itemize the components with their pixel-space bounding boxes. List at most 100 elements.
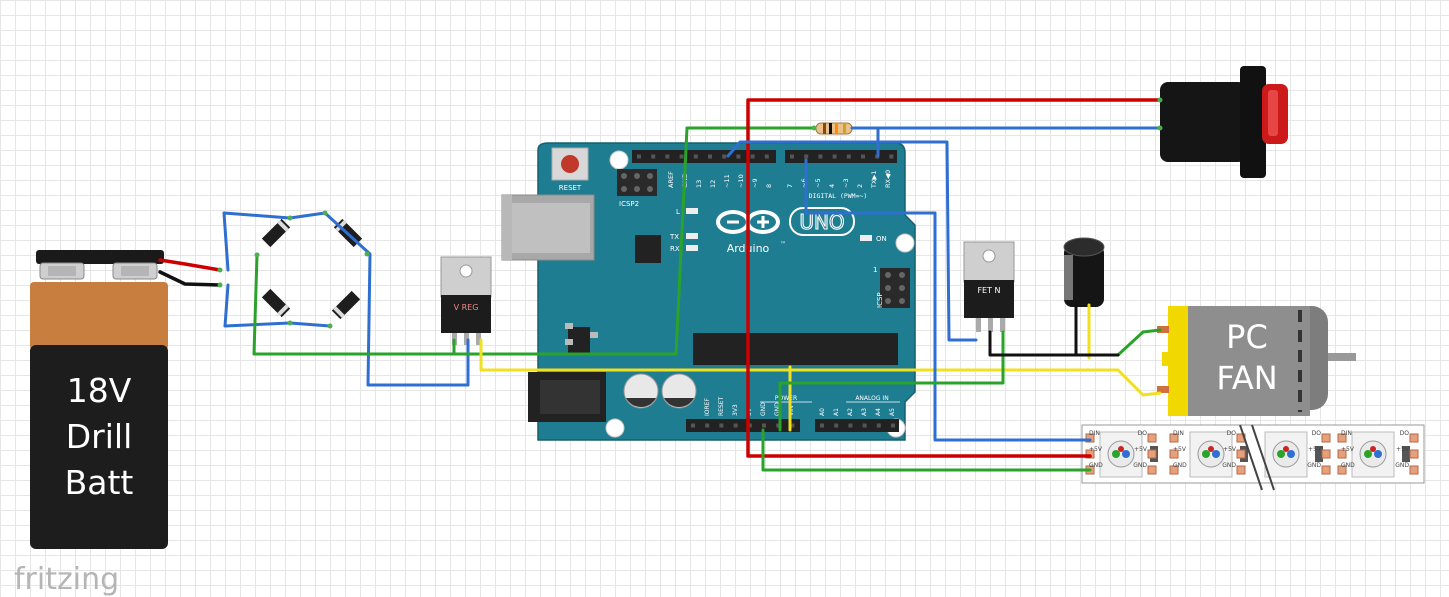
led-strip-pin-label: +5V xyxy=(1134,446,1148,453)
led-l xyxy=(686,208,698,214)
header-pin xyxy=(834,423,839,428)
digital-pin-label: ~5 xyxy=(814,178,822,188)
header-pin xyxy=(679,154,684,159)
on-label: ON xyxy=(876,235,887,243)
mosfet-label: FET N xyxy=(977,286,1000,295)
led-strip-pad xyxy=(1337,433,1347,443)
onboard-capacitor xyxy=(661,373,697,409)
fan-label-line2: FAN xyxy=(1216,359,1277,397)
wire-blue-ledstrip xyxy=(804,158,1092,442)
vreg-label: V REG xyxy=(454,303,479,312)
digital-header-left xyxy=(632,150,776,163)
header-pin xyxy=(804,154,809,159)
wire-yellow xyxy=(479,338,1162,397)
diode xyxy=(261,288,291,318)
chip-pad xyxy=(590,332,598,338)
digital-pin-label: 13 xyxy=(695,180,703,188)
wire-black-mosfet xyxy=(988,303,1120,357)
power-header xyxy=(686,419,800,432)
digital-pin-label: TX▶1 xyxy=(870,170,878,189)
header-pin xyxy=(719,423,724,428)
pc-fan[interactable]: PC FAN xyxy=(1157,306,1356,416)
header-pin xyxy=(861,154,865,159)
header-pin xyxy=(876,423,881,428)
uno-badge xyxy=(789,207,855,236)
power-pin-label: GND xyxy=(774,402,781,416)
led-strip-pad xyxy=(1409,465,1419,475)
header-pin xyxy=(790,154,794,159)
led-tx-label: TX xyxy=(669,233,679,241)
wire-green-fan xyxy=(1116,328,1162,357)
header-pin xyxy=(776,423,781,428)
wire-green-mosfet xyxy=(778,330,1005,432)
header-pin xyxy=(750,154,755,159)
led-strip-pin-label: GND xyxy=(1341,462,1355,469)
led-rx-label: RX xyxy=(670,245,680,253)
chip-pad xyxy=(565,339,573,345)
led-strip-pad xyxy=(1321,449,1331,459)
wire-blue-mosfet xyxy=(726,140,978,342)
led-strip-pin-label: +5V xyxy=(1089,446,1103,453)
led-strip-pad xyxy=(1236,465,1246,475)
battery-18v[interactable]: 18V Drill Batt xyxy=(30,250,168,549)
mosfet[interactable]: FET N xyxy=(963,241,1015,332)
battery-label-line3: Batt xyxy=(65,463,134,502)
led-strip-pad xyxy=(1409,433,1419,443)
voltage-regulator[interactable]: V REG xyxy=(440,256,492,345)
analog-label: ANALOG IN xyxy=(855,395,888,402)
icsp-pin1-label: 1 xyxy=(873,266,877,274)
wire-green-arduino xyxy=(452,126,816,356)
mounting-hole xyxy=(605,418,625,438)
led-on xyxy=(860,235,872,241)
digital-pin-label: ~6 xyxy=(800,178,808,188)
header-pin xyxy=(665,154,670,159)
header-pin xyxy=(747,423,752,428)
usb-port xyxy=(501,194,595,261)
led-strip-pad xyxy=(1085,449,1095,459)
digital-label: DIGITAL (PWM=~) xyxy=(809,192,868,200)
led-strip-pin-label: GND xyxy=(1395,462,1409,469)
header-pin xyxy=(637,154,641,159)
icsp2-label: ICSP2 xyxy=(619,200,639,208)
header-pin xyxy=(832,154,837,159)
battery-terminal xyxy=(112,262,158,280)
led-strip-pad xyxy=(1236,449,1246,459)
led-strip-pad xyxy=(1321,465,1331,475)
header-pin xyxy=(693,154,698,159)
led-strip-pin-label: +5V xyxy=(1173,446,1187,453)
push-button[interactable] xyxy=(1160,66,1288,178)
led-strip-pad xyxy=(1147,433,1157,443)
arduino-pcb xyxy=(537,142,916,441)
reset-label: RESET xyxy=(559,184,582,192)
header-pin xyxy=(846,154,851,159)
wire-endpoints xyxy=(217,97,1163,329)
led-strip-pin-label: GND xyxy=(1222,462,1236,469)
header-pin xyxy=(790,423,795,428)
led-strip-pin-label: +5V xyxy=(1223,446,1237,453)
led-strip[interactable]: DIN+5VGNDDO+5VGNDDIN+5VGNDDO+5VGNDDO+5VG… xyxy=(1081,424,1425,491)
header-pin xyxy=(705,423,710,428)
led-strip-pin-label: +5V xyxy=(1308,446,1322,453)
led-rx xyxy=(686,245,698,251)
digital-pin-label: 8 xyxy=(765,184,773,188)
led-strip-pin-label: DO xyxy=(1400,430,1410,437)
wire-red-button xyxy=(746,98,1162,458)
wire-blue-bridge-lower xyxy=(223,283,332,328)
header-pin xyxy=(722,154,727,159)
icsp2-header xyxy=(617,169,657,196)
header-pin xyxy=(691,423,695,428)
mounting-hole xyxy=(609,150,629,170)
battery-body xyxy=(30,345,168,549)
header-pin xyxy=(818,154,823,159)
electrolytic-capacitor[interactable] xyxy=(1063,237,1105,307)
dc-jack xyxy=(528,372,606,422)
led-strip-segment xyxy=(1189,431,1248,478)
reset-button[interactable] xyxy=(551,147,589,181)
mounting-hole xyxy=(895,233,915,253)
digital-pin-label: 12 xyxy=(709,180,717,188)
led-strip-pad xyxy=(1147,449,1157,459)
battery-top-cap xyxy=(36,250,164,264)
digital-pin-label: RX◀0 xyxy=(884,170,892,188)
